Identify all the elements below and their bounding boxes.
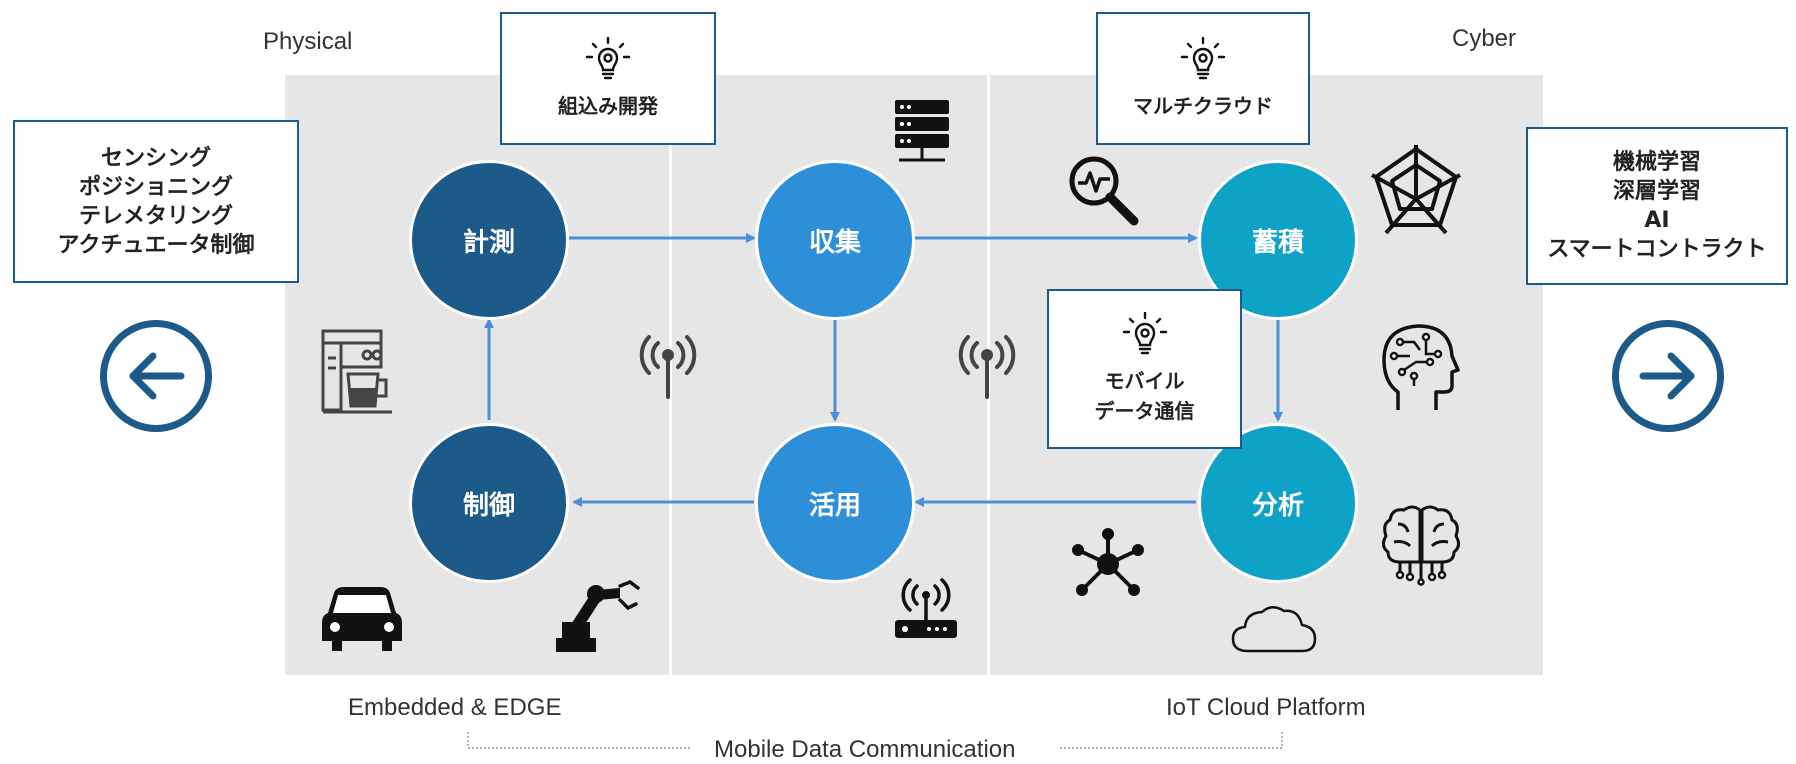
callout-embedded-dev: 組込み開発 [500,12,716,145]
right-feature-2: 深層学習 [1612,179,1701,204]
node-control: 制御 [409,423,569,583]
left-feature-2: ポジショニング [78,174,233,200]
radar-chart-icon [1371,145,1461,235]
divider-1 [669,75,672,675]
search-pulse-icon [1069,156,1139,226]
robot-arm-icon [556,580,640,652]
callout-mobile-line2: データ通信 [1094,399,1195,423]
left-feature-1: センシング [100,145,211,171]
arrow-left-button[interactable] [100,320,212,432]
lightbulb-gear-icon [1180,36,1226,79]
left-feature-4: アクチュエータ制御 [57,232,255,258]
right-feature-box: 機械学習 深層学習 AI スマートコントラクト [1526,127,1788,285]
node-utilize: 活用 [755,423,915,583]
iot-cloud-platform-label: IoT Cloud Platform [1166,694,1366,721]
car-icon [322,587,402,651]
antenna-icon [639,335,697,399]
cloud-icon [1231,606,1317,653]
left-feature-3: テレメタリング [78,203,233,229]
right-feature-3: AI [1644,208,1670,233]
arrow-left-icon [129,352,185,400]
node-measure: 計測 [409,160,569,320]
antenna-icon [958,335,1016,399]
lightbulb-gear-icon [585,36,631,79]
mobile-data-communication-label: Mobile Data Communication [714,736,1016,763]
arrow-right-button[interactable] [1612,320,1724,432]
callout-mobile-data: モバイル データ通信 [1047,289,1242,449]
server-icon [895,100,949,162]
left-feature-box: センシング ポジショニング テレメタリング アクチュエータ制御 [13,120,299,283]
node-collect: 収集 [755,160,915,320]
ai-head-icon [1382,324,1460,410]
network-hub-icon [1072,528,1144,596]
router-icon [895,578,957,638]
arrow-right-icon [1639,352,1695,400]
callout-multicloud-text: マルチクラウド [1133,93,1273,118]
cyber-label: Cyber [1452,25,1517,52]
node-analyze: 分析 [1198,423,1358,583]
callout-mobile-line1: モバイル [1104,369,1185,393]
right-feature-1: 機械学習 [1612,150,1701,175]
mobile-bracket [467,732,1283,749]
callout-multicloud: マルチクラウド [1096,12,1310,145]
brain-circuit-icon [1381,505,1461,586]
coffee-maker-icon [321,329,392,414]
embedded-edge-label: Embedded & EDGE [348,694,562,721]
callout-embedded-dev-text: 組込み開発 [558,93,658,118]
physical-label: Physical [263,28,353,55]
lightbulb-gear-icon [1122,312,1167,355]
right-feature-4: スマートコントラクト [1547,237,1767,262]
